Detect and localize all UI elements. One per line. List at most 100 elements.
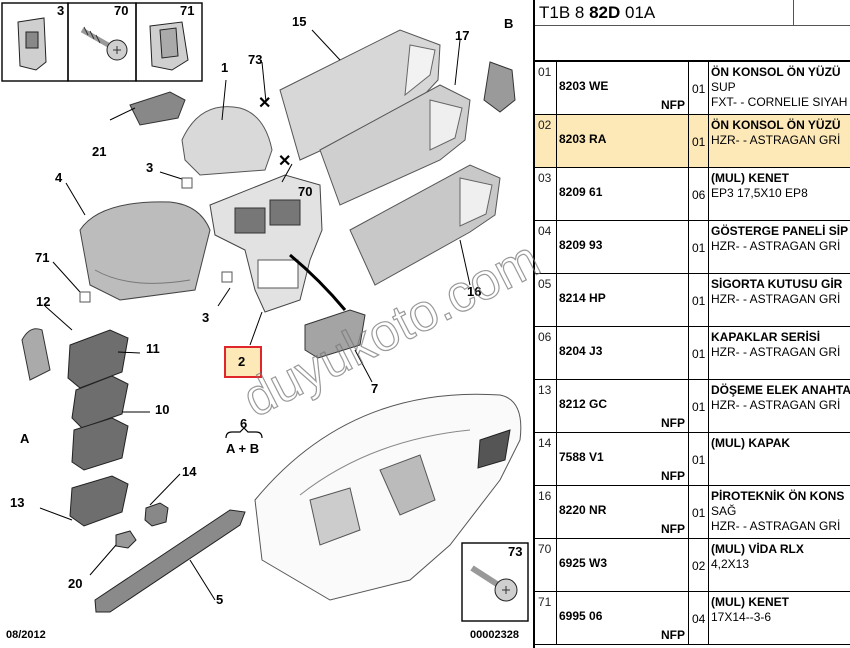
part-code[interactable]: 8204 J3 — [559, 344, 603, 358]
quantity: 01 — [692, 294, 706, 308]
qty-cell: 01 — [689, 221, 709, 273]
part-code[interactable]: 6925 W3 — [559, 556, 608, 570]
position-number: 06 — [538, 330, 552, 344]
description-line: EP3 17,5X10 EP8 — [711, 186, 808, 200]
part-15-panel[interactable] — [279, 29, 441, 161]
selected-part-highlight — [224, 346, 262, 378]
part-11-switch[interactable] — [71, 375, 129, 429]
svg-text:13: 13 — [10, 495, 24, 510]
description-line: DÖŞEME ELEK ANAHTA — [711, 383, 850, 397]
desc-cell: (MUL) KAPAK — [709, 433, 850, 485]
code-cell: 6925 W3 — [557, 539, 689, 591]
part-code[interactable]: 8203 WE — [559, 79, 609, 93]
svg-text:1: 1 — [221, 60, 228, 75]
svg-text:5: 5 — [216, 592, 223, 607]
svg-text:3: 3 — [202, 310, 209, 325]
nfp-flag: NFP — [661, 628, 685, 642]
description-line: HZR- - ASTRAGAN GRİ — [711, 133, 841, 147]
description-line: SUP — [711, 80, 736, 94]
description-line: SİGORTA KUTUSU GİR — [711, 277, 843, 291]
screw-73-icon[interactable] — [470, 565, 518, 602]
qty-cell: 04 — [689, 592, 709, 644]
part-5-long-trim[interactable] — [94, 509, 246, 613]
description-line: (MUL) KENET — [711, 171, 789, 185]
pos-cell: 71 — [535, 592, 557, 644]
svg-text:71: 71 — [180, 3, 194, 18]
header-suffix: 01A — [625, 3, 656, 22]
part-13-switch[interactable] — [69, 475, 129, 527]
position-number: 14 — [538, 436, 552, 450]
pos-cell: 04 — [535, 221, 557, 273]
clip-icon[interactable] — [17, 17, 47, 71]
qty-cell: 01 — [689, 274, 709, 326]
pos-cell: 03 — [535, 168, 557, 220]
nfp-flag: NFP — [661, 416, 685, 430]
part-code[interactable]: 8214 HP — [559, 291, 606, 305]
dashboard-assembly[interactable] — [254, 393, 522, 601]
pos-cell: 02 — [535, 115, 557, 167]
part-code[interactable]: 7588 V1 — [559, 450, 604, 464]
part-14-clip[interactable] — [144, 502, 169, 527]
quantity: 02 — [692, 559, 706, 573]
position-number: 05 — [538, 277, 552, 291]
svg-text:4: 4 — [55, 170, 63, 185]
description-line: ÖN KONSOL ÖN YÜZÜ — [711, 118, 841, 132]
part-7-insert[interactable] — [304, 309, 366, 359]
screw-icon[interactable] — [80, 26, 128, 61]
clip-71-icon[interactable] — [149, 21, 189, 71]
qty-cell: 01 — [689, 380, 709, 432]
description-line: (MUL) KAPAK — [711, 436, 791, 450]
position-number: 16 — [538, 489, 552, 503]
header-bold-code: 82D — [589, 3, 621, 22]
quantity: 01 — [692, 453, 706, 467]
svg-text:7: 7 — [371, 381, 378, 396]
part-12-switch[interactable] — [67, 329, 129, 389]
pos-cell: 14 — [535, 433, 557, 485]
part-1-hood[interactable] — [181, 106, 273, 176]
part-code[interactable]: 6995 06 — [559, 609, 603, 623]
svg-text:14: 14 — [182, 464, 197, 479]
part-10-switch[interactable] — [71, 417, 129, 471]
description-line: PİROTEKNİK ÖN KONS — [711, 489, 845, 503]
description-line: 4,2X13 — [711, 557, 750, 571]
svg-text:71: 71 — [35, 250, 49, 265]
part-21-vent[interactable] — [129, 91, 186, 126]
description-line: 17X14--3-6 — [711, 610, 772, 624]
code-cell: 8203 RA — [557, 115, 689, 167]
qty-cell: 01 — [689, 433, 709, 485]
description-line: FXT- - CORNELIE SIYAH — [711, 95, 848, 109]
part-code[interactable]: 8220 NR — [559, 503, 607, 517]
code-cell: 8214 HP — [557, 274, 689, 326]
svg-text:73: 73 — [508, 544, 522, 559]
svg-text:15: 15 — [292, 14, 306, 29]
part-20-clip[interactable] — [115, 530, 137, 549]
part-code[interactable]: 8209 93 — [559, 238, 603, 252]
panel-header: T1B 8 82D 01A — [535, 0, 850, 26]
part-4-gauge-cover[interactable] — [79, 201, 211, 301]
part-code[interactable]: 8212 GC — [559, 397, 608, 411]
svg-text:70: 70 — [298, 184, 312, 199]
part-code[interactable]: 8209 61 — [559, 185, 603, 199]
qty-cell: 06 — [689, 168, 709, 220]
description-line: (MUL) VİDA RLX — [711, 542, 804, 556]
diagram-date: 08/2012 — [6, 629, 46, 641]
svg-text:3: 3 — [146, 160, 153, 175]
quantity: 01 — [692, 347, 706, 361]
part-a-trim[interactable] — [21, 328, 51, 381]
part-code[interactable]: 8203 RA — [559, 132, 607, 146]
part-b-bracket[interactable] — [483, 61, 516, 113]
